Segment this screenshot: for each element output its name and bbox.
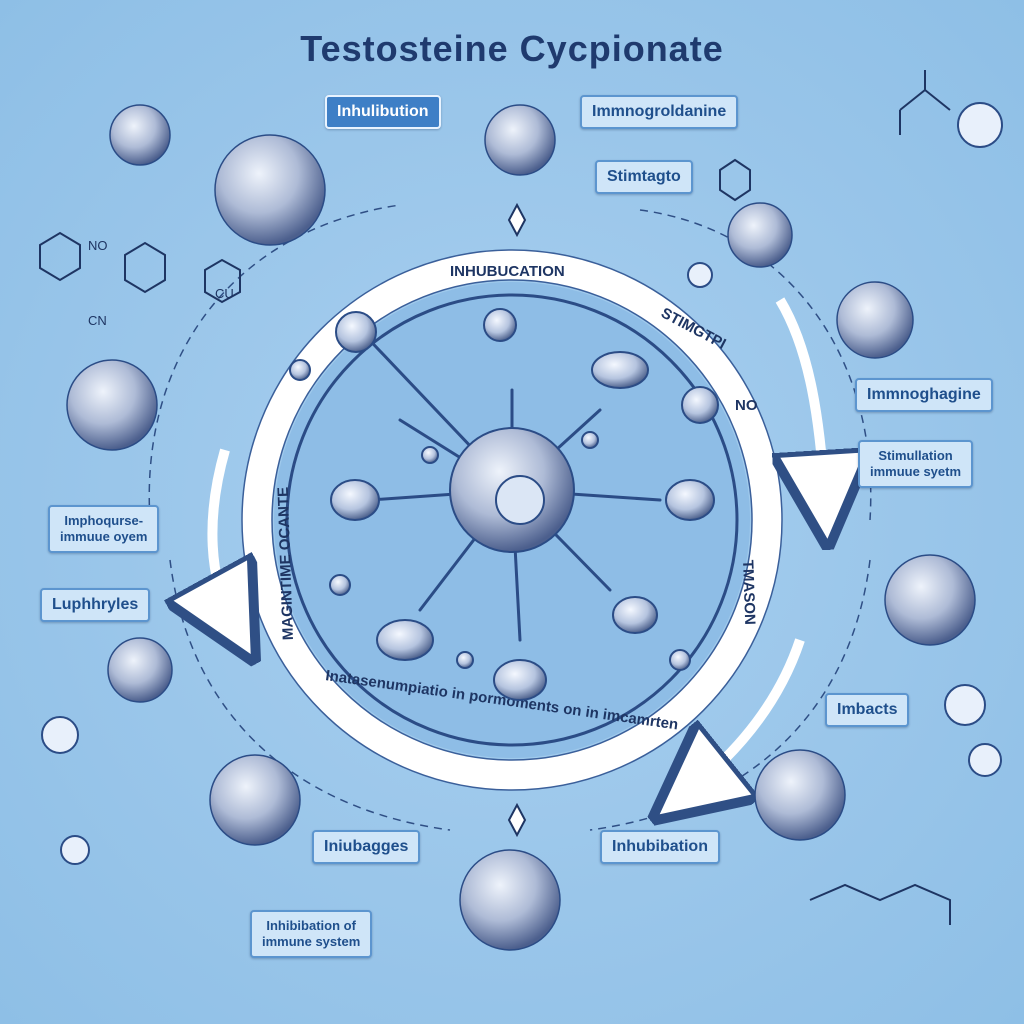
label-immnoghagine: Immnoghagine (855, 378, 993, 412)
ring-edge-inner (271, 279, 753, 761)
ring-text-right: TMASON (739, 560, 758, 626)
ring-arrows (212, 297, 825, 790)
label-stimtagto: Stimtagto (595, 160, 693, 194)
chem-label-cn: CN (88, 313, 107, 328)
label-stimullation: Stimullation immuue syetm (858, 440, 974, 488)
label-imbacts: Imbacts (825, 693, 910, 727)
label-stimullation-line1: Stimullation (878, 448, 953, 463)
inner-organelles (289, 308, 719, 701)
central-cell-nucleus (495, 475, 545, 525)
label-immnogroldanine: Immnogroldanine (580, 95, 739, 129)
ring-text-top: INHUBUCATION (450, 263, 565, 280)
label-inhibibation-of-immune-system: Inhibibation of immune system (250, 910, 373, 958)
page-title: Testosteine Cycpionate (300, 28, 724, 69)
label-imphoqurse-line2: immuue oyem (60, 529, 148, 544)
label-luphhryles: Luphhryles (40, 588, 151, 622)
label-iniubagges: Iniubagges (312, 830, 421, 864)
chemical-structures (39, 70, 951, 925)
label-stimullation-line2: immuue syetm (870, 464, 962, 479)
outer-cells (66, 104, 976, 951)
chem-label-no: NO (88, 238, 108, 253)
outer-ring (242, 250, 782, 790)
inner-disc-border (285, 293, 739, 747)
label-inhibibation-line2: immune system (262, 934, 361, 949)
ring-text-no: NO (735, 397, 758, 414)
diamond-markers (507, 202, 527, 838)
label-imphoqurse: Imphoqurse- immuue oyem (48, 505, 160, 553)
label-inhubibation-bottom: Inhubibation (600, 830, 720, 864)
label-inhibibation-line1: Inhibibation of (266, 918, 356, 933)
label-imphoqurse-line1: Imphoqurse- (64, 513, 144, 528)
chem-label-cu: CU (215, 286, 234, 301)
ring-text-left: MAGINTIME OCANTE (275, 487, 297, 641)
label-inhulibution-top: Inhulibution (325, 95, 441, 129)
small-bubbles (41, 102, 1003, 865)
